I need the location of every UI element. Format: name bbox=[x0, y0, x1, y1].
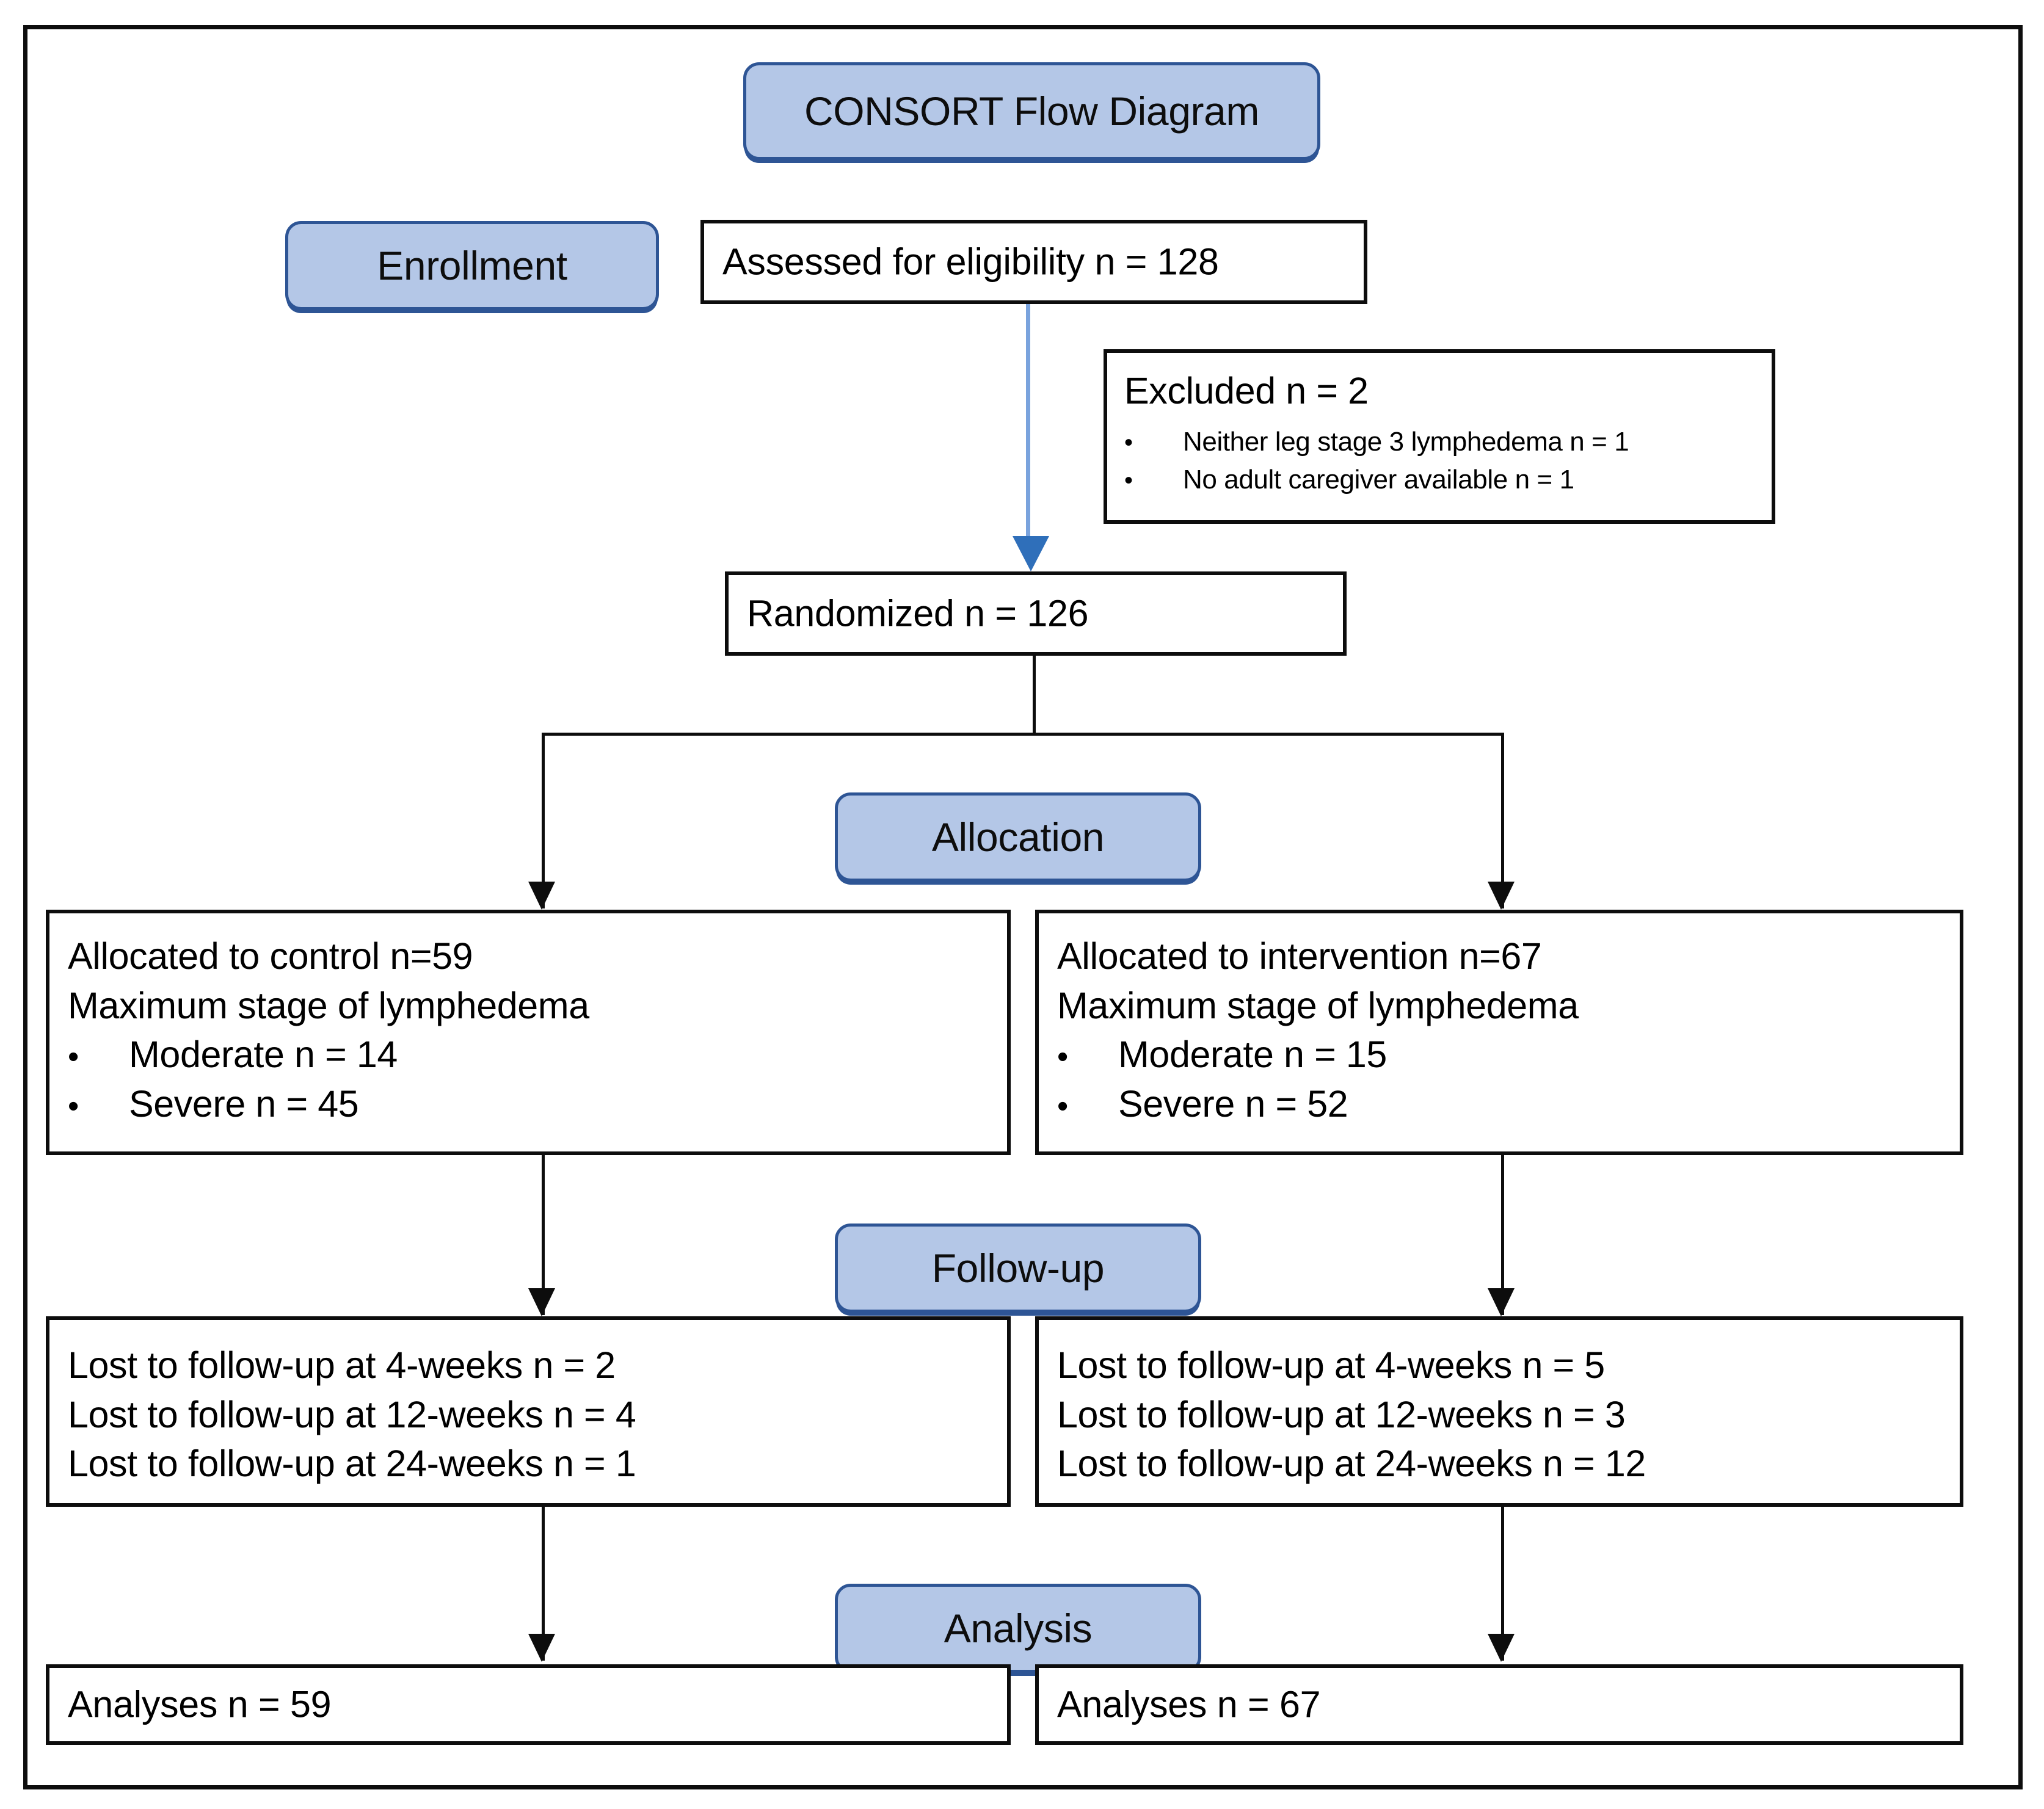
connector-randomized-down bbox=[1033, 656, 1036, 734]
arrowhead-intervention-analysis bbox=[1488, 1634, 1515, 1662]
bullet-icon: • bbox=[68, 1039, 79, 1075]
followup-intervention-content: Lost to follow-up at 4-weeks n = 5 Lost … bbox=[1057, 1341, 1951, 1488]
allocated-intervention-item: • Severe n = 52 bbox=[1057, 1079, 1951, 1129]
connector-control-followup-to-analysis bbox=[542, 1507, 545, 1661]
stage-label-allocation: Allocation bbox=[835, 792, 1201, 882]
box-followup-intervention: Lost to follow-up at 4-weeks n = 5 Lost … bbox=[1035, 1316, 1963, 1507]
allocated-control-subheader: Maximum stage of lymphedema bbox=[68, 984, 589, 1026]
stage-label-analysis-text: Analysis bbox=[944, 1606, 1093, 1651]
arrowhead-intervention-followup bbox=[1488, 1288, 1515, 1316]
stage-label-enrollment-text: Enrollment bbox=[377, 243, 567, 288]
stage-label-enrollment: Enrollment bbox=[285, 221, 659, 310]
allocated-intervention-header: Allocated to intervention n=67 bbox=[1057, 935, 1542, 977]
allocated-control-item-text: Severe n = 45 bbox=[129, 1082, 359, 1125]
box-analyses-control: Analyses n = 59 bbox=[46, 1664, 1011, 1745]
arrowhead-control-analysis bbox=[528, 1634, 555, 1662]
bullet-icon: • bbox=[68, 1088, 79, 1124]
bullet-icon: • bbox=[1124, 429, 1133, 456]
allocated-control-header: Allocated to control n=59 bbox=[68, 935, 473, 977]
followup-intervention-line: Lost to follow-up at 24-weeks n = 12 bbox=[1057, 1443, 1646, 1485]
followup-intervention-line: Lost to follow-up at 12-weeks n = 3 bbox=[1057, 1393, 1626, 1435]
excluded-reason-item: • No adult caregiver available n = 1 bbox=[1124, 461, 1763, 499]
connector-intervention-followup-to-analysis bbox=[1501, 1507, 1504, 1661]
diagram-outer-frame: CONSORT Flow Diagram Enrollment Assessed… bbox=[23, 25, 2023, 1789]
stage-label-followup: Follow-up bbox=[835, 1224, 1201, 1313]
allocated-intervention-content: Allocated to intervention n=67 Maximum s… bbox=[1057, 932, 1951, 1128]
box-randomized: Randomized n = 126 bbox=[725, 571, 1347, 656]
bullet-icon: • bbox=[1057, 1039, 1068, 1075]
excluded-reason-text: Neither leg stage 3 lymphedema n = 1 bbox=[1183, 426, 1629, 457]
allocated-intervention-item-text: Severe n = 52 bbox=[1118, 1082, 1348, 1125]
box-assessed-for-eligibility: Assessed for eligibility n = 128 bbox=[700, 220, 1367, 304]
followup-control-line: Lost to follow-up at 12-weeks n = 4 bbox=[68, 1393, 636, 1435]
allocated-control-content: Allocated to control n=59 Maximum stage … bbox=[68, 932, 998, 1128]
arrowhead-to-control-allocation bbox=[528, 882, 555, 910]
allocated-control-item: • Moderate n = 14 bbox=[68, 1030, 998, 1079]
allocated-control-item-text: Moderate n = 14 bbox=[129, 1034, 398, 1076]
box-excluded: Excluded n = 2 • Neither leg stage 3 lym… bbox=[1104, 349, 1775, 524]
box-allocated-control: Allocated to control n=59 Maximum stage … bbox=[46, 910, 1011, 1155]
page-title: CONSORT Flow Diagram bbox=[804, 89, 1260, 134]
followup-intervention-line: Lost to follow-up at 4-weeks n = 5 bbox=[1057, 1344, 1605, 1386]
randomized-text: Randomized n = 126 bbox=[747, 592, 1089, 634]
followup-control-line: Lost to follow-up at 24-weeks n = 1 bbox=[68, 1443, 636, 1485]
connector-split-left-down bbox=[542, 733, 545, 908]
connector-split-right-down bbox=[1501, 733, 1504, 908]
assessed-text: Assessed for eligibility n = 128 bbox=[722, 241, 1219, 283]
stage-label-followup-text: Follow-up bbox=[931, 1245, 1105, 1291]
connector-intervention-alloc-to-followup bbox=[1501, 1155, 1504, 1315]
excluded-reason-item: • Neither leg stage 3 lymphedema n = 1 bbox=[1124, 423, 1763, 461]
allocated-intervention-subheader: Maximum stage of lymphedema bbox=[1057, 984, 1579, 1026]
excluded-header: Excluded n = 2 bbox=[1124, 370, 1369, 411]
stage-label-allocation-text: Allocation bbox=[931, 814, 1105, 860]
bullet-icon: • bbox=[1057, 1088, 1068, 1124]
analyses-control-text: Analyses n = 59 bbox=[68, 1683, 332, 1725]
followup-control-line: Lost to follow-up at 4-weeks n = 2 bbox=[68, 1344, 616, 1386]
excluded-reason-text: No adult caregiver available n = 1 bbox=[1183, 464, 1574, 495]
diagram-title-box: CONSORT Flow Diagram bbox=[743, 62, 1320, 160]
allocated-control-item: • Severe n = 45 bbox=[68, 1079, 998, 1129]
bullet-icon: • bbox=[1124, 466, 1133, 494]
connector-assessed-to-randomized bbox=[1026, 304, 1030, 538]
arrowhead-to-intervention-allocation bbox=[1488, 882, 1515, 910]
analyses-intervention-text: Analyses n = 67 bbox=[1057, 1683, 1321, 1725]
connector-split-horizontal bbox=[542, 733, 1504, 736]
excluded-content: Excluded n = 2 • Neither leg stage 3 lym… bbox=[1124, 366, 1763, 499]
box-analyses-intervention: Analyses n = 67 bbox=[1035, 1664, 1963, 1745]
allocated-intervention-item: • Moderate n = 15 bbox=[1057, 1030, 1951, 1079]
arrowhead-assessed-to-randomized bbox=[1013, 536, 1049, 571]
stage-label-analysis: Analysis bbox=[835, 1584, 1201, 1673]
followup-control-content: Lost to follow-up at 4-weeks n = 2 Lost … bbox=[68, 1341, 998, 1488]
box-followup-control: Lost to follow-up at 4-weeks n = 2 Lost … bbox=[46, 1316, 1011, 1507]
arrowhead-control-followup bbox=[528, 1288, 555, 1316]
allocated-intervention-item-text: Moderate n = 15 bbox=[1118, 1034, 1387, 1076]
connector-control-alloc-to-followup bbox=[542, 1155, 545, 1315]
box-allocated-intervention: Allocated to intervention n=67 Maximum s… bbox=[1035, 910, 1963, 1155]
